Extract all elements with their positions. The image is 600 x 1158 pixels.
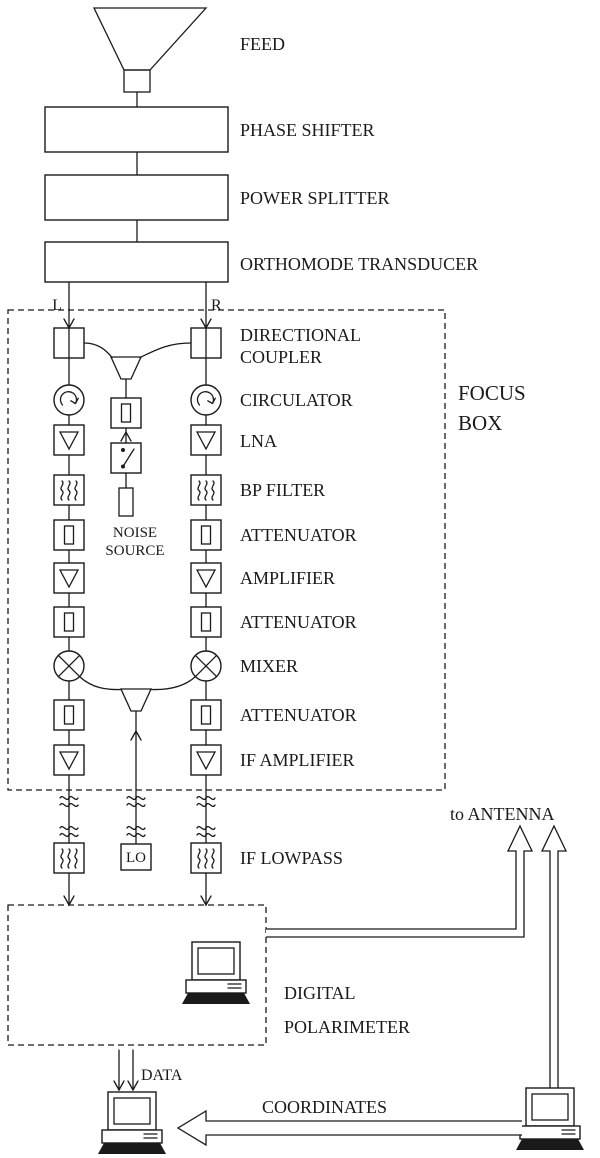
circulator-right-symbol (190, 384, 222, 416)
port-l-label: L (52, 297, 62, 314)
feed-label: FEED (240, 34, 285, 54)
directional-coupler-label-line1: DIRECTIONAL (240, 325, 361, 345)
polarimeter-computer-icon (181, 941, 251, 1005)
attenuator3-left-symbol (53, 699, 85, 731)
antenna-arrow-from-polarimeter (266, 824, 534, 938)
attenuator1-left-symbol (53, 519, 85, 551)
power-splitter-box (44, 174, 229, 221)
data-arrows (113, 1049, 139, 1091)
if-lowpass-label: IF LOWPASS (240, 848, 343, 868)
phase-shifter-label: PHASE SHIFTER (240, 120, 375, 140)
lo-label: LO (126, 850, 146, 866)
polarimeter-box-outline (7, 904, 267, 1046)
orthomode-transducer-box (44, 241, 229, 283)
line-break-marks (59, 795, 216, 838)
digital-polarimeter-label-line2: POLARIMETER (284, 1017, 410, 1037)
mixer-branch-curve-left (78, 675, 122, 691)
bp-filter-left-symbol (53, 474, 85, 506)
amplifier-label: AMPLIFIER (240, 568, 335, 588)
noise-splitter-funnel (109, 356, 143, 380)
coupler-branch-curve-left (83, 342, 113, 359)
mixer-branch-curve-right (150, 675, 197, 691)
workstation-computer-icon (97, 1091, 167, 1155)
coordinates-label: COORDINATES (262, 1097, 387, 1117)
if-amplifier-right-symbol (190, 744, 222, 776)
data-label: DATA (141, 1067, 183, 1084)
bp-filter-right-symbol (190, 474, 222, 506)
control-computer-icon (515, 1087, 585, 1151)
lna-left-symbol (53, 424, 85, 456)
attenuator3-right-symbol (190, 699, 222, 731)
noise-source-label-line1: NOISE (113, 525, 157, 541)
power-splitter-label: POWER SPLITTER (240, 188, 390, 208)
directional-coupler-right-symbol (190, 327, 222, 359)
if-lowpass-right-symbol (190, 842, 222, 874)
phase-shifter-box (44, 106, 229, 153)
focus-box-label-line1: FOCUS (458, 381, 526, 405)
lna-right-symbol (190, 424, 222, 456)
noise-source-symbol (118, 487, 134, 517)
port-r-label: R (211, 297, 222, 314)
focus-box-label-line2: BOX (458, 411, 502, 435)
if-lowpass-left-symbol (53, 842, 85, 874)
circulator-label: CIRCULATOR (240, 390, 353, 410)
orthomode-transducer-label: ORTHOMODE TRANSDUCER (240, 254, 478, 274)
antenna-arrow-from-computer (540, 824, 568, 1088)
coupler-branch-curve-right (139, 342, 192, 359)
noise-attenuator-symbol (110, 397, 142, 429)
noise-source-label-line2: SOURCE (105, 543, 164, 559)
lo-splitter-funnel (119, 688, 153, 712)
noise-switch-symbol (110, 442, 142, 474)
lo-box (120, 843, 152, 871)
attenuator1-right-symbol (190, 519, 222, 551)
attenuator2-left-symbol (53, 606, 85, 638)
to-antenna-label: to ANTENNA (450, 804, 555, 824)
directional-coupler-label-line2: COUPLER (240, 347, 322, 367)
amplifier-right-symbol (190, 562, 222, 594)
directional-coupler-left-symbol (53, 327, 85, 359)
feed-horn-symbol (92, 7, 208, 93)
focus-box-outline (7, 309, 446, 791)
circulator-left-symbol (53, 384, 85, 416)
if-amplifier-label: IF AMPLIFIER (240, 750, 355, 770)
amplifier-left-symbol (53, 562, 85, 594)
mixer-label: MIXER (240, 656, 298, 676)
digital-polarimeter-label-line1: DIGITAL (284, 983, 356, 1003)
attenuator3-label: ATTENUATOR (240, 705, 357, 725)
lna-label: LNA (240, 431, 277, 451)
coordinates-arrow (176, 1109, 522, 1147)
if-amplifier-left-symbol (53, 744, 85, 776)
attenuator1-label: ATTENUATOR (240, 525, 357, 545)
attenuator2-right-symbol (190, 606, 222, 638)
bp-filter-label: BP FILTER (240, 480, 325, 500)
attenuator2-label: ATTENUATOR (240, 612, 357, 632)
